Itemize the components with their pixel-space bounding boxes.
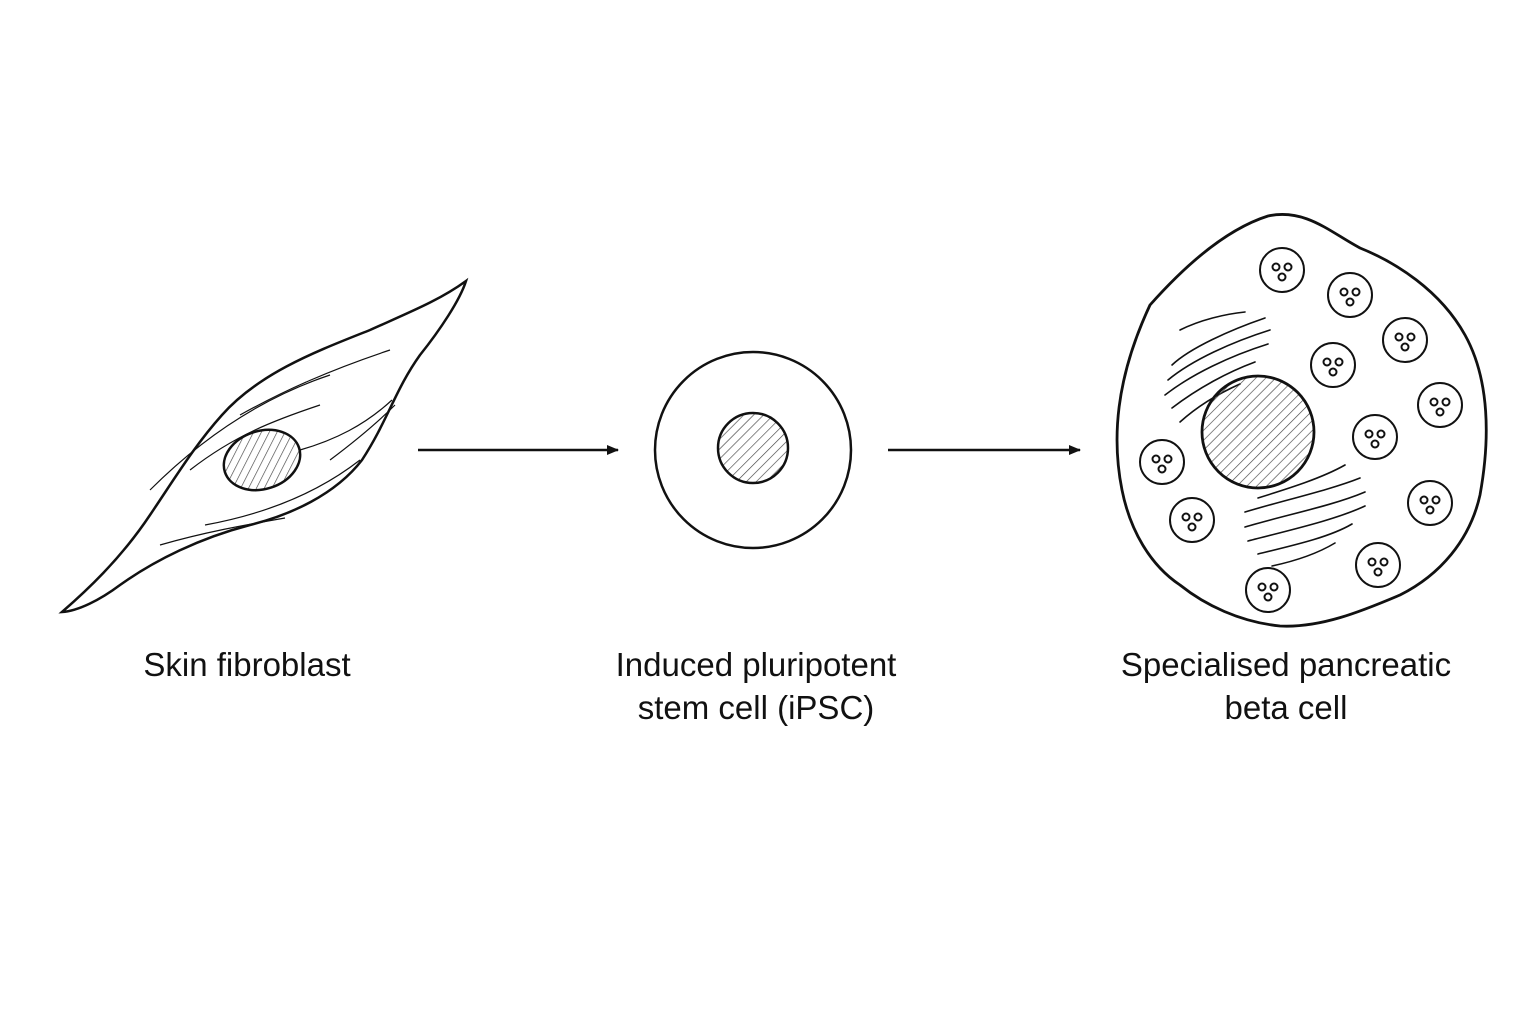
granule — [1407, 480, 1453, 526]
label-beta-cell: Specialised pancreatic beta cell — [1086, 643, 1486, 729]
label-line: stem cell (iPSC) — [637, 689, 875, 726]
granule — [1245, 567, 1291, 613]
granule — [1310, 342, 1356, 388]
granule — [1382, 317, 1428, 363]
label-ipsc: Induced pluripotent stem cell (iPSC) — [556, 643, 956, 729]
beta-nucleus — [1200, 374, 1316, 490]
label-line: Specialised pancreatic — [1120, 646, 1452, 683]
granule — [1417, 382, 1463, 428]
granule — [1352, 414, 1398, 460]
fibroblast-cell-icon — [58, 277, 469, 614]
endoplasmic-reticulum — [1164, 311, 1366, 567]
label-skin-fibroblast: Skin fibroblast — [97, 643, 397, 686]
granule — [1139, 439, 1185, 485]
granule — [1169, 497, 1215, 543]
fibroblast-outline — [58, 277, 469, 614]
fibroblast-nucleus — [222, 428, 302, 492]
fibroblast-fibers — [149, 349, 396, 546]
beta-cell-icon — [1115, 213, 1488, 628]
granule — [1327, 272, 1373, 318]
granule — [1355, 542, 1401, 588]
label-line: Skin fibroblast — [143, 646, 351, 683]
label-line: Induced pluripotent — [615, 646, 897, 683]
granule — [1259, 247, 1305, 293]
insulin-granules — [1139, 247, 1463, 613]
ipsc-cell-icon — [653, 350, 853, 550]
label-line: beta cell — [1224, 689, 1348, 726]
ipsc-nucleus — [716, 411, 790, 485]
